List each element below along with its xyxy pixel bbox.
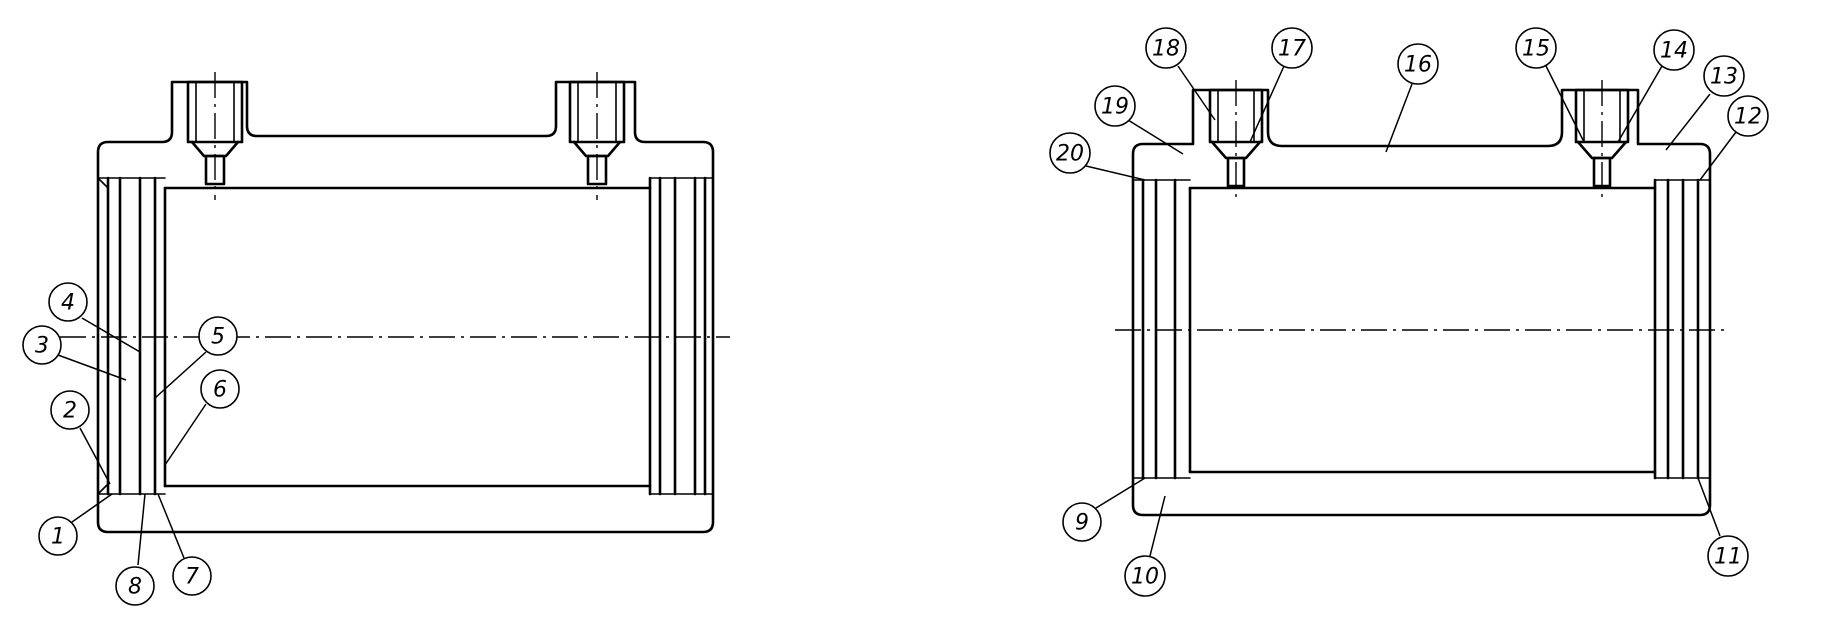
callout-19-bubble	[1094, 85, 1136, 127]
callout-17-bubble	[1271, 27, 1313, 69]
callout-2-bubble	[50, 390, 90, 430]
left-port-2	[568, 72, 626, 200]
callout-12-label: 12	[1734, 105, 1762, 130]
callout-10-leader	[1149, 495, 1166, 557]
callout-15: 15	[1515, 27, 1585, 143]
right-view	[1115, 80, 1725, 517]
callout-12-bubble	[1727, 95, 1769, 137]
right-port-2	[1574, 80, 1630, 200]
callout-19-leader	[1127, 119, 1184, 155]
callout-4-bubble	[48, 282, 88, 322]
callout-13: 13	[1665, 55, 1745, 151]
callout-15-label: 15	[1522, 37, 1550, 62]
callout-1: 1	[38, 493, 113, 556]
left-port-2-cone	[572, 140, 622, 158]
callout-1-label: 1	[51, 525, 65, 550]
callout-7-leader	[157, 493, 185, 559]
callout-16: 16	[1385, 43, 1439, 153]
callout-11-bubble	[1707, 535, 1749, 577]
left-port-1	[186, 72, 244, 200]
callout-6-bubble	[200, 369, 240, 409]
right-port-1	[1208, 80, 1264, 200]
right-body-outline	[1131, 88, 1712, 517]
callout-9-leader	[1095, 477, 1146, 509]
callout-12-leader	[1699, 131, 1737, 181]
callout-16-leader	[1385, 83, 1413, 153]
callout-8-label: 8	[128, 575, 142, 600]
left-view	[60, 72, 730, 534]
callout-19: 19	[1094, 85, 1184, 155]
callout-18-label: 18	[1152, 37, 1180, 62]
callout-5-bubble	[198, 316, 238, 356]
callout-10-label: 10	[1131, 565, 1159, 590]
callout-8: 8	[115, 493, 155, 606]
callout-3-label: 3	[35, 334, 49, 359]
callout-14: 14	[1617, 29, 1695, 143]
callout-2: 2	[50, 390, 111, 485]
callout-13-leader	[1665, 93, 1711, 151]
callout-9: 9	[1062, 477, 1146, 542]
callout-20-label: 20	[1056, 142, 1084, 167]
callout-10-bubble	[1124, 555, 1166, 597]
callout-5-label: 5	[211, 325, 225, 350]
callout-4-label: 4	[61, 291, 75, 316]
callout-15-leader	[1545, 65, 1585, 143]
callout-6: 6	[164, 369, 240, 466]
callout-14-leader	[1617, 65, 1663, 143]
callout-5: 5	[154, 316, 238, 399]
callout-1-leader	[71, 493, 113, 523]
callout-16-bubble	[1397, 43, 1439, 85]
callout-12: 12	[1699, 95, 1769, 181]
callout-9-bubble	[1062, 502, 1102, 542]
callout-7-label: 7	[185, 565, 199, 590]
callout-3-leader	[57, 354, 127, 381]
callout-10: 10	[1124, 495, 1166, 597]
callout-20-bubble	[1049, 132, 1091, 174]
callout-1-bubble	[38, 516, 78, 556]
callout-14-bubble	[1653, 29, 1695, 71]
callout-7: 7	[157, 493, 212, 596]
callout-11: 11	[1697, 477, 1749, 577]
callout-3: 3	[22, 325, 127, 381]
callout-14-label: 14	[1660, 39, 1688, 64]
callout-18: 18	[1145, 27, 1216, 121]
callout-19-label: 19	[1101, 95, 1129, 120]
left-body-outline	[96, 80, 715, 534]
callout-6-leader	[164, 403, 207, 466]
callout-18-bubble	[1145, 27, 1187, 69]
callout-15-bubble	[1515, 27, 1557, 69]
callout-4: 4	[48, 282, 141, 353]
callout-11-leader	[1697, 477, 1721, 537]
callout-18-leader	[1177, 65, 1216, 121]
callout-17-leader	[1249, 65, 1285, 143]
callout-8-leader	[137, 493, 146, 566]
callout-13-bubble	[1703, 55, 1745, 97]
callout-2-label: 2	[63, 399, 77, 424]
callout-7-bubble	[172, 556, 212, 596]
callout-20: 20	[1049, 132, 1146, 181]
callout-17-label: 17	[1278, 37, 1306, 62]
callout-11-label: 11	[1714, 545, 1742, 570]
left-chamfer-a	[97, 177, 109, 189]
callout-13-label: 13	[1710, 65, 1738, 90]
callout-17: 17	[1249, 27, 1313, 143]
callout-5-leader	[154, 351, 207, 399]
left-port-1-cone	[190, 140, 240, 158]
callout-4-leader	[81, 317, 141, 353]
callout-8-bubble	[115, 566, 155, 606]
callout-2-leader	[79, 427, 111, 485]
callout-9-label: 9	[1075, 511, 1089, 536]
callout-3-bubble	[22, 325, 62, 365]
callout-20-leader	[1085, 165, 1146, 181]
left-chamfer-b	[97, 483, 109, 495]
callout-16-label: 16	[1404, 53, 1432, 78]
callout-6-label: 6	[213, 378, 227, 403]
